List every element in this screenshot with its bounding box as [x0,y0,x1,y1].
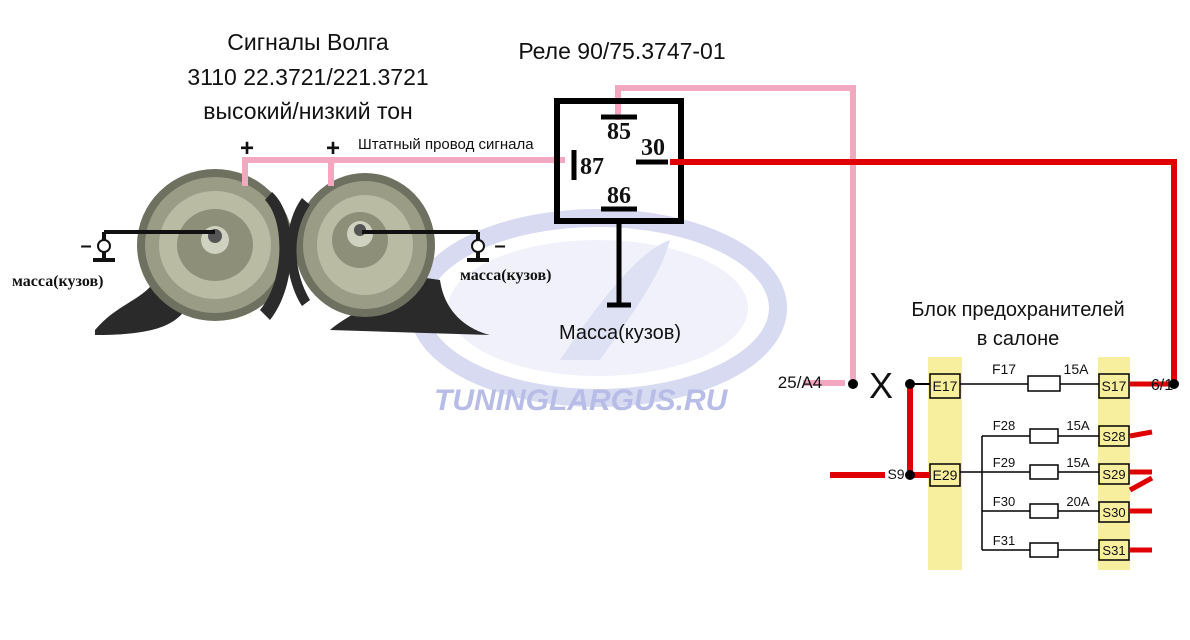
horn-right-minus: – [494,235,505,257]
watermark-text: TUNINGLARGUS.RU [434,384,729,417]
fuse-internal-wiring [960,383,1099,551]
terminal-s30: S30 [1102,505,1125,520]
horn-right-plus: + [326,135,340,162]
terminal-s29: S29 [1102,467,1125,482]
red-output-stubs [1128,381,1174,553]
fuse-f31: F31 [993,533,1015,548]
terminal-e29: E29 [933,467,958,483]
fuse-f30-rating: 20A [1066,494,1089,509]
relay-title: Реле 90/75.3747-01 [518,38,725,64]
fuse-f28: F28 [993,418,1015,433]
horn-left-plus: + [240,135,254,162]
horns-title-line3: высокий/низкий тон [203,98,412,124]
horn-left-icon [95,169,293,335]
horn-right-terminal-icon [471,239,485,253]
relay-ground-label: Масса(кузов) [559,322,681,344]
horn-ground-wires [93,230,489,262]
terminal-e17: E17 [933,378,958,394]
cut-mark: X [869,365,893,406]
output-6-1-label: 6/1 [1151,377,1173,394]
terminal-s17: S17 [1102,378,1127,394]
fuse-icons [1027,375,1061,558]
horn-left-terminal-icon [97,239,111,253]
relay-pin-86: 86 [607,183,631,209]
s9-label: S9 [887,466,904,482]
terminal-s31: S31 [1102,543,1125,558]
horns-title-line1: Сигналы Волга [227,29,389,55]
right-terminals [1098,373,1130,561]
junction-dots [848,379,1179,480]
relay-pin-87: 87 [580,154,604,180]
input-25-a4-label: 25/A4 [778,373,822,392]
relay-pin-85: 85 [607,119,631,145]
horns-title-line2: 3110 22.3721/221.3721 [187,64,428,90]
terminal-e17-box [929,373,961,399]
horn-left-ground-label: масса(кузов) [12,273,103,290]
fuse-f17: F17 [992,361,1016,377]
fuse-f29-rating: 15A [1066,455,1089,470]
fuse-block-title-line2: в салоне [977,328,1060,350]
horn-left-minus: – [80,235,91,257]
relay-pin-30: 30 [641,135,665,161]
horn-right-icon [287,173,490,335]
fuse-f17-rating: 15A [1064,361,1090,377]
fuse-f30: F30 [993,494,1015,509]
red-wire-power [670,159,1177,384]
terminal-s28: S28 [1102,429,1125,444]
fuse-f29: F29 [993,455,1015,470]
fuse-f28-rating: 15A [1066,418,1089,433]
stock-wire-label: Штатный провод сигнала [358,136,534,153]
fuse-block-title-line1: Блок предохранителей [911,299,1124,321]
horn-right-ground-label: масса(кузов) [460,267,551,284]
